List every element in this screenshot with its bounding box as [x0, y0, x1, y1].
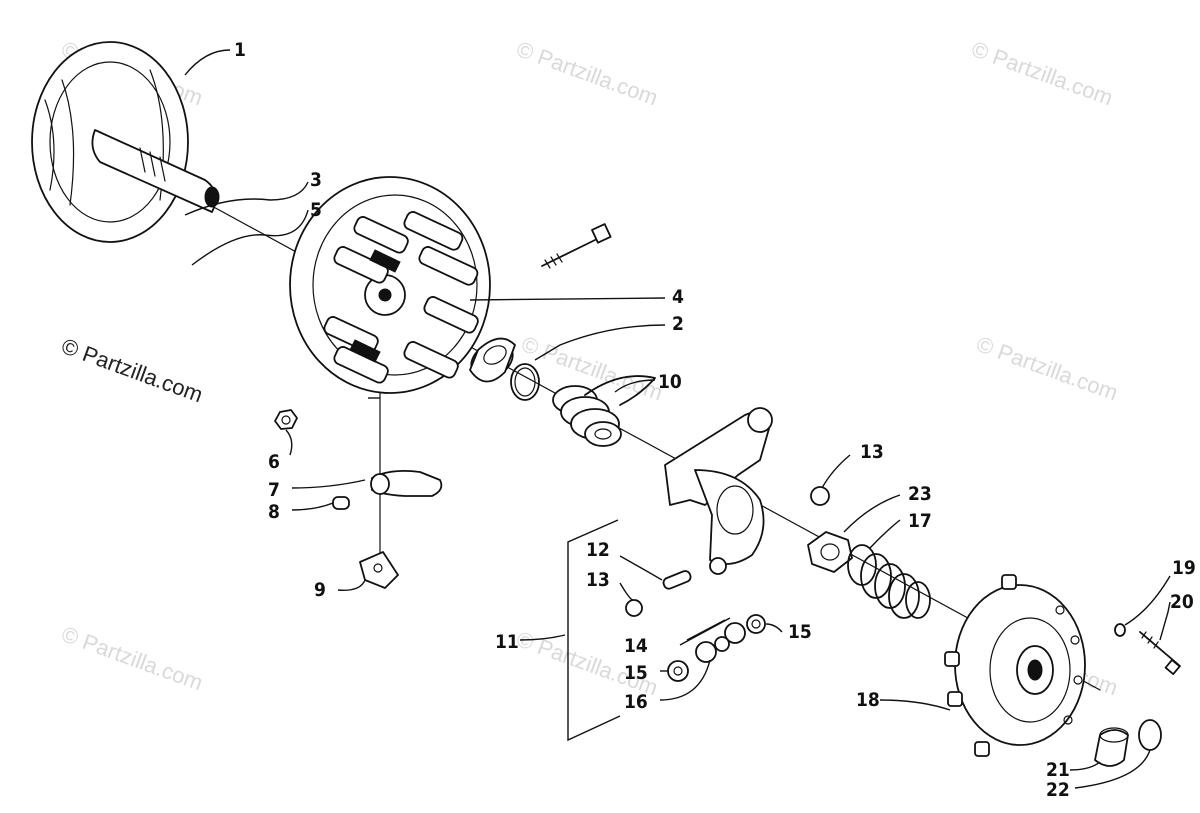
callout-2: 2	[672, 313, 684, 335]
part-11-roller-arm	[664, 407, 773, 575]
callout-7: 7	[268, 479, 280, 501]
callout-17: 17	[908, 510, 932, 532]
callout-21: 21	[1046, 759, 1070, 781]
callout-11: 11	[495, 631, 519, 653]
callout-12: 12	[586, 539, 610, 561]
callout-15-left: 15	[624, 662, 648, 684]
part-13-roller-right	[810, 486, 830, 506]
callout-23: 23	[908, 483, 932, 505]
part-17-spring	[847, 544, 931, 619]
callout-16: 16	[624, 691, 648, 713]
part-16-roller	[695, 636, 730, 663]
part-5-bolt	[541, 223, 612, 269]
watermark: © Partzilla.com	[513, 36, 661, 110]
part-10-spring-stack	[552, 375, 656, 447]
group-bracket-14	[686, 619, 726, 641]
part-3-spider-housing	[289, 176, 491, 394]
callout-4: 4	[672, 286, 684, 308]
part-7-weight-arm	[370, 469, 443, 497]
callout-10: 10	[658, 371, 682, 393]
part-12-pin	[662, 570, 692, 590]
part-21-bushing	[1094, 727, 1129, 767]
part-14-roller	[724, 622, 746, 644]
watermark: © Partzilla.com	[973, 331, 1121, 405]
part-9-clip	[359, 551, 399, 589]
callout-13-left: 13	[586, 569, 610, 591]
callout-3: 3	[310, 169, 322, 191]
callout-8: 8	[268, 501, 280, 523]
callout-1: 1	[234, 39, 246, 61]
callout-13-right: 13	[860, 441, 884, 463]
part-20-screw	[1139, 631, 1181, 675]
part-4-bushing	[469, 337, 516, 383]
callout-9: 9	[314, 579, 326, 601]
callout-14: 14	[624, 635, 648, 657]
callout-18: 18	[856, 689, 880, 711]
callout-20: 20	[1170, 591, 1194, 613]
callout-19: 19	[1172, 557, 1196, 579]
group-bracket-11	[567, 519, 621, 742]
part-15-washer-left	[667, 660, 689, 682]
part-23-nut	[807, 531, 853, 573]
part-19-washer	[1114, 623, 1126, 637]
watermark-primary: © Partzilla.com	[58, 333, 206, 407]
part-22-ring	[1138, 719, 1162, 751]
part-6-nut	[274, 409, 298, 430]
watermarks: © Partzilla.com © Partzilla.com © Partzi…	[58, 36, 1121, 700]
callout-5: 5	[310, 199, 322, 221]
callout-15-right: 15	[788, 621, 812, 643]
part-18-cover	[944, 574, 1086, 757]
callouts: 1 3 5 4 2 10 6 7 8 9 13 23 17 12 13 11 1…	[234, 39, 1196, 801]
part-8-pin	[332, 496, 350, 510]
part-2-snap-ring	[510, 363, 540, 401]
part-15-washer-right	[746, 614, 766, 634]
part-1-movable-sheave	[31, 41, 220, 243]
callout-22: 22	[1046, 779, 1070, 801]
watermark: © Partzilla.com	[968, 36, 1116, 110]
watermark: © Partzilla.com	[58, 621, 206, 695]
callout-6: 6	[268, 451, 280, 473]
part-13-roller-left	[625, 599, 643, 617]
